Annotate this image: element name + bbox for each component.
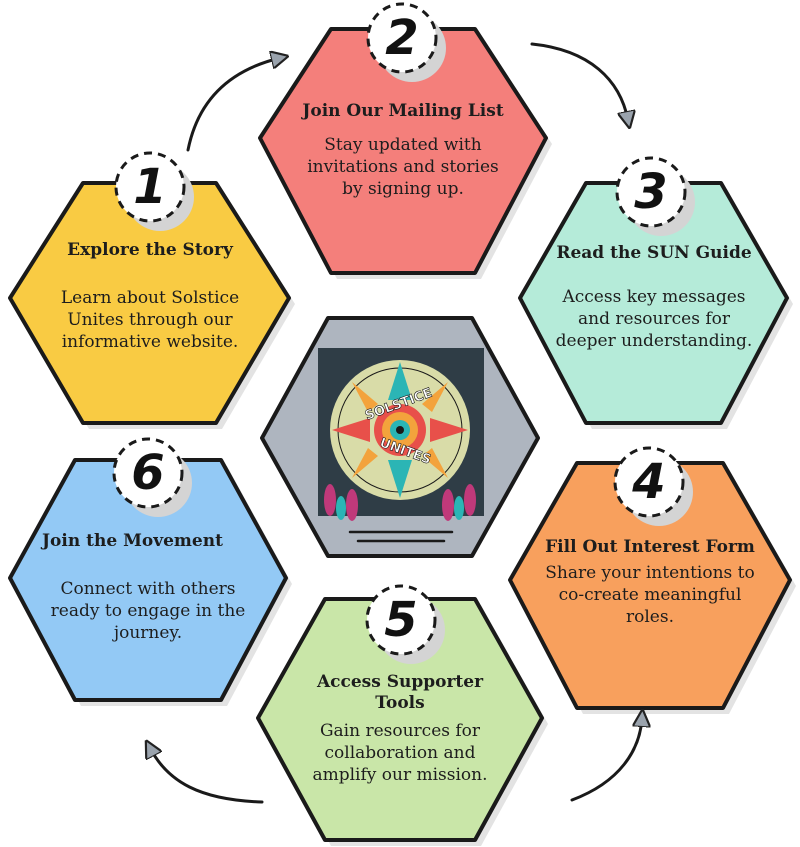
step-4-number: 4 bbox=[632, 454, 666, 510]
step-3-number-badge: 3 bbox=[611, 152, 691, 232]
hexagon-step-2 bbox=[258, 27, 548, 275]
step-2-text: Join Our Mailing List Stay updated with … bbox=[300, 101, 506, 200]
hexagon-step-1 bbox=[8, 181, 291, 425]
step-5-title: Access Supporter Tools bbox=[316, 672, 484, 713]
step-2-title: Join Our Mailing List bbox=[302, 101, 504, 121]
step-4-description: Share your intentions to co-create meani… bbox=[545, 563, 755, 627]
step-2-number: 2 bbox=[385, 10, 419, 66]
step-6-text: Join the Movement Connect with others re… bbox=[38, 531, 258, 644]
arrow-5-to-4 bbox=[570, 718, 642, 802]
step-6-number: 6 bbox=[131, 445, 165, 501]
step-1-text: Explore the Story Learn about Solstice U… bbox=[40, 240, 260, 353]
hexagon-step-3 bbox=[518, 181, 789, 425]
step-1-title: Explore the Story bbox=[67, 240, 233, 260]
pedestal-lines bbox=[348, 530, 454, 543]
step-4-text: Fill Out Interest Form Share your intent… bbox=[540, 537, 760, 628]
step-2-description: Stay updated with invitations and storie… bbox=[307, 135, 499, 199]
step-3-title: Read the SUN Guide bbox=[556, 243, 752, 263]
badge-5 bbox=[365, 584, 437, 656]
badge-4 bbox=[613, 446, 685, 518]
step-2-number-badge: 2 bbox=[362, 0, 442, 78]
solstice-unites-logo bbox=[318, 348, 484, 521]
step-5-description: Gain resources for collaboration and amp… bbox=[312, 721, 488, 785]
hexagon-step-5 bbox=[256, 597, 544, 842]
hexagon-step-4 bbox=[508, 461, 792, 710]
step-6-number-badge: 6 bbox=[108, 433, 188, 513]
badge-3 bbox=[615, 156, 687, 228]
step-4-title: Fill Out Interest Form bbox=[545, 537, 755, 557]
badges bbox=[112, 2, 695, 664]
step-1-number: 1 bbox=[133, 159, 167, 215]
step-6-title: Join the Movement bbox=[42, 531, 223, 551]
step-1-number-badge: 1 bbox=[110, 147, 190, 227]
step-3-number: 3 bbox=[634, 164, 668, 220]
step-5-number: 5 bbox=[384, 592, 418, 648]
badge-2 bbox=[366, 2, 438, 74]
badge-6 bbox=[112, 437, 184, 509]
step-3-description: Access key messages and resources for de… bbox=[555, 287, 753, 351]
badge-1 bbox=[114, 151, 186, 223]
flow-arrows bbox=[150, 42, 642, 804]
step-5-number-badge: 5 bbox=[361, 580, 441, 660]
arrow-5-to-6 bbox=[150, 748, 264, 804]
step-5-text: Access Supporter Tools Gain resources fo… bbox=[298, 672, 502, 786]
step-4-number-badge: 4 bbox=[609, 442, 689, 522]
hexagon-step-6 bbox=[8, 458, 288, 702]
arrow-2-to-3 bbox=[530, 42, 628, 120]
step-1-description: Learn about Solstice Unites through our … bbox=[60, 288, 240, 352]
step-3-text: Read the SUN Guide Access key messages a… bbox=[548, 243, 760, 352]
arrow-1-to-2 bbox=[186, 58, 280, 152]
step-6-description: Connect with others ready to engage in t… bbox=[50, 579, 246, 643]
